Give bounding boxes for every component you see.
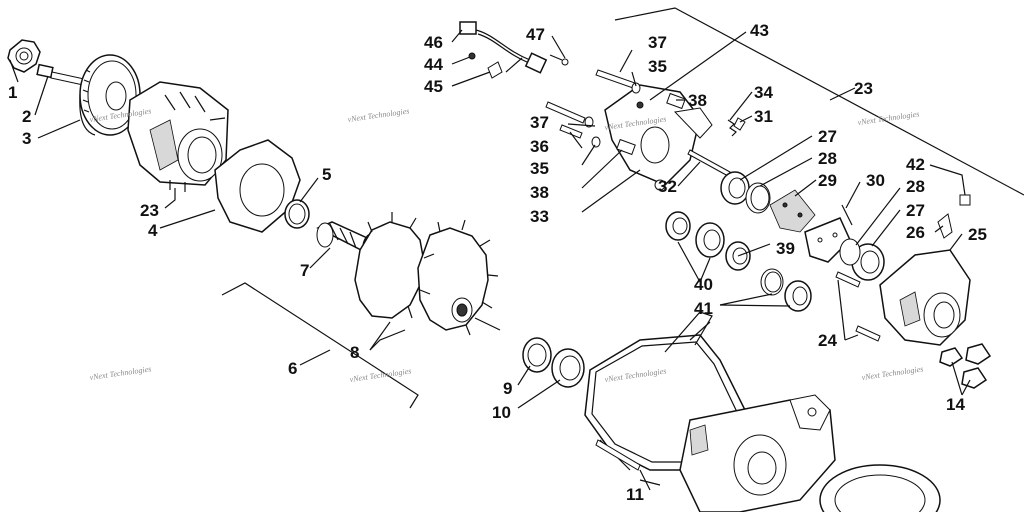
part-44-screw bbox=[468, 52, 476, 60]
part-47-fitting bbox=[549, 54, 569, 66]
label-part-44: 44 bbox=[424, 55, 443, 74]
part-8-drive-sprockets bbox=[354, 212, 501, 336]
label-part-23a: 23 bbox=[140, 201, 159, 220]
label-part-46: 46 bbox=[424, 33, 443, 52]
part-42-fitting bbox=[959, 194, 971, 206]
part-38-bushing bbox=[616, 92, 686, 156]
part-46-speed-sensor bbox=[459, 21, 548, 74]
label-part-38a: 38 bbox=[688, 91, 707, 110]
part-41-snap-ring bbox=[760, 268, 812, 312]
leader-lines bbox=[9, 29, 971, 491]
label-part-27b: 27 bbox=[906, 201, 925, 220]
part-23-clutch-housing bbox=[127, 81, 229, 192]
label-part-39: 39 bbox=[776, 239, 795, 258]
label-part-35b: 35 bbox=[530, 159, 549, 178]
label-part-14: 14 bbox=[946, 395, 965, 414]
assembly-bracket-6 bbox=[221, 282, 419, 409]
part-30-pin bbox=[841, 204, 853, 226]
part-14-nut bbox=[939, 343, 992, 389]
label-part-38b: 38 bbox=[530, 183, 549, 202]
label-part-28a: 28 bbox=[818, 149, 837, 168]
part-28b-snap-ring bbox=[839, 238, 861, 266]
label-part-45: 45 bbox=[424, 77, 443, 96]
label-part-10: 10 bbox=[492, 403, 511, 422]
part-26-bleeder bbox=[937, 213, 953, 239]
label-part-4: 4 bbox=[148, 221, 158, 240]
label-part-5: 5 bbox=[322, 165, 331, 184]
label-part-7: 7 bbox=[300, 261, 309, 280]
watermark-text: vNext Technologies bbox=[89, 364, 152, 382]
part-29-brake-pad bbox=[769, 189, 816, 233]
label-part-24: 24 bbox=[818, 331, 837, 350]
watermark-text: vNext Technologies bbox=[347, 106, 410, 124]
part-10-bearing bbox=[551, 348, 585, 388]
part-5-seal bbox=[284, 199, 310, 229]
part-36-bolt bbox=[559, 124, 583, 139]
part-43-chain-tensioner-housing bbox=[604, 84, 713, 191]
part-35-washer bbox=[584, 82, 641, 148]
part-labels: 1 2 3 23 4 5 7 6 8 9 10 11 46 44 45 47 3… bbox=[8, 21, 987, 504]
lower-gear-case bbox=[584, 311, 941, 512]
watermark-text: vNext Technologies bbox=[861, 364, 924, 382]
label-part-36: 36 bbox=[530, 137, 549, 156]
label-part-26: 26 bbox=[906, 223, 925, 242]
assembly-bracket-23 bbox=[614, 7, 1024, 196]
label-part-47: 47 bbox=[526, 25, 545, 44]
part-24-bolt bbox=[835, 271, 881, 342]
part-1-spider-nut bbox=[7, 39, 41, 73]
label-part-35a: 35 bbox=[648, 57, 667, 76]
label-part-37a: 37 bbox=[648, 33, 667, 52]
part-45-clamp bbox=[487, 61, 503, 79]
part-25-cover bbox=[879, 249, 971, 346]
label-part-30: 30 bbox=[866, 171, 885, 190]
part-39-brake-plate bbox=[804, 217, 851, 263]
label-part-32: 32 bbox=[658, 177, 677, 196]
label-part-40: 40 bbox=[694, 275, 713, 294]
label-part-28b: 28 bbox=[906, 177, 925, 196]
label-part-8: 8 bbox=[350, 343, 359, 362]
part-9-seal bbox=[522, 337, 552, 373]
watermark-text: vNext Technologies bbox=[349, 366, 412, 384]
label-part-11: 11 bbox=[626, 485, 644, 504]
part-4-gasket bbox=[214, 139, 301, 233]
label-part-29: 29 bbox=[818, 171, 837, 190]
label-part-23b: 23 bbox=[854, 79, 873, 98]
label-part-37b: 37 bbox=[530, 113, 549, 132]
label-part-3: 3 bbox=[22, 129, 31, 148]
part-32-shaft bbox=[687, 149, 731, 177]
label-part-2: 2 bbox=[22, 107, 31, 126]
label-part-43: 43 bbox=[750, 21, 769, 40]
label-part-31: 31 bbox=[754, 107, 773, 126]
part-34-spring bbox=[727, 119, 737, 137]
watermark-text: vNext Technologies bbox=[857, 109, 920, 127]
part-28-snap-ring bbox=[745, 182, 771, 214]
label-part-34: 34 bbox=[754, 83, 773, 102]
label-part-27a: 27 bbox=[818, 127, 837, 146]
part-3-drive-sheave bbox=[79, 54, 141, 136]
label-part-41: 41 bbox=[694, 299, 713, 318]
label-part-1: 1 bbox=[8, 83, 17, 102]
label-part-9: 9 bbox=[503, 379, 512, 398]
part-11-bolt bbox=[595, 439, 641, 471]
label-part-25: 25 bbox=[968, 225, 987, 244]
label-part-42: 42 bbox=[906, 155, 925, 174]
label-part-6: 6 bbox=[288, 359, 297, 378]
label-part-33: 33 bbox=[530, 207, 549, 226]
